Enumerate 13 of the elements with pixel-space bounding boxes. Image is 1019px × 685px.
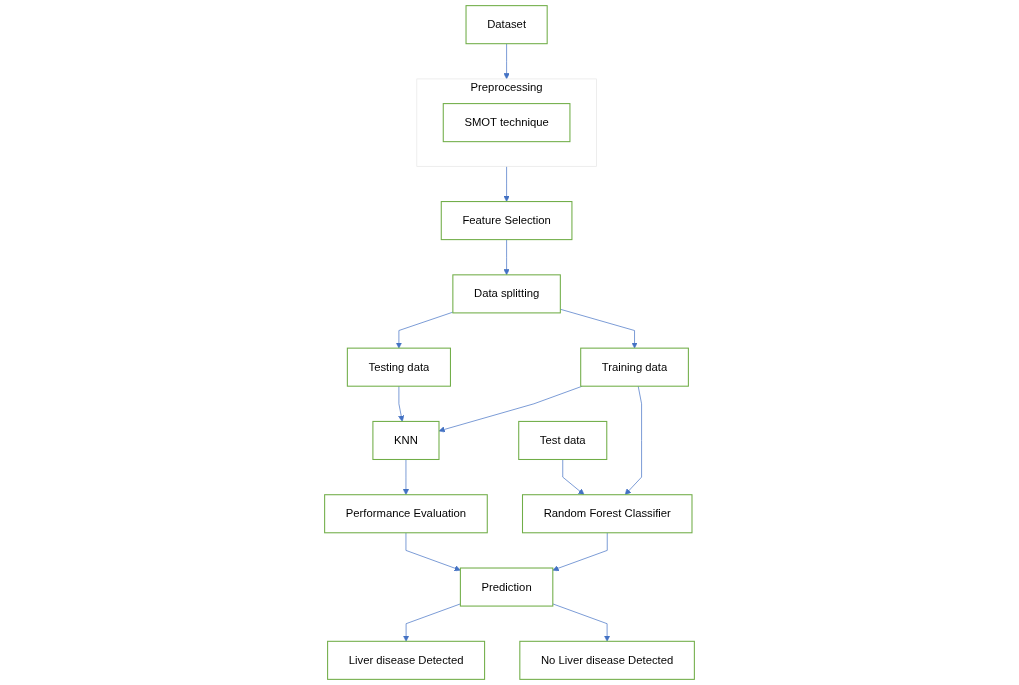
node-box: No Liver disease Detected [519, 640, 695, 680]
node-box: Test data [518, 420, 608, 460]
node-box: Data splitting [452, 274, 561, 314]
node-box: SMOT technique [442, 103, 571, 143]
node-box: Training data [580, 347, 689, 387]
node-box: Prediction [459, 567, 554, 607]
node-box: Dataset [465, 5, 548, 45]
node-box: Testing data [346, 347, 451, 387]
node-box: KNN [372, 420, 440, 460]
node-box: Random Forest Classifier [521, 494, 693, 534]
node-box: Feature Selection [440, 201, 573, 241]
node-box: Liver disease Detected [327, 640, 486, 680]
node-box: Performance Evaluation [324, 494, 488, 534]
